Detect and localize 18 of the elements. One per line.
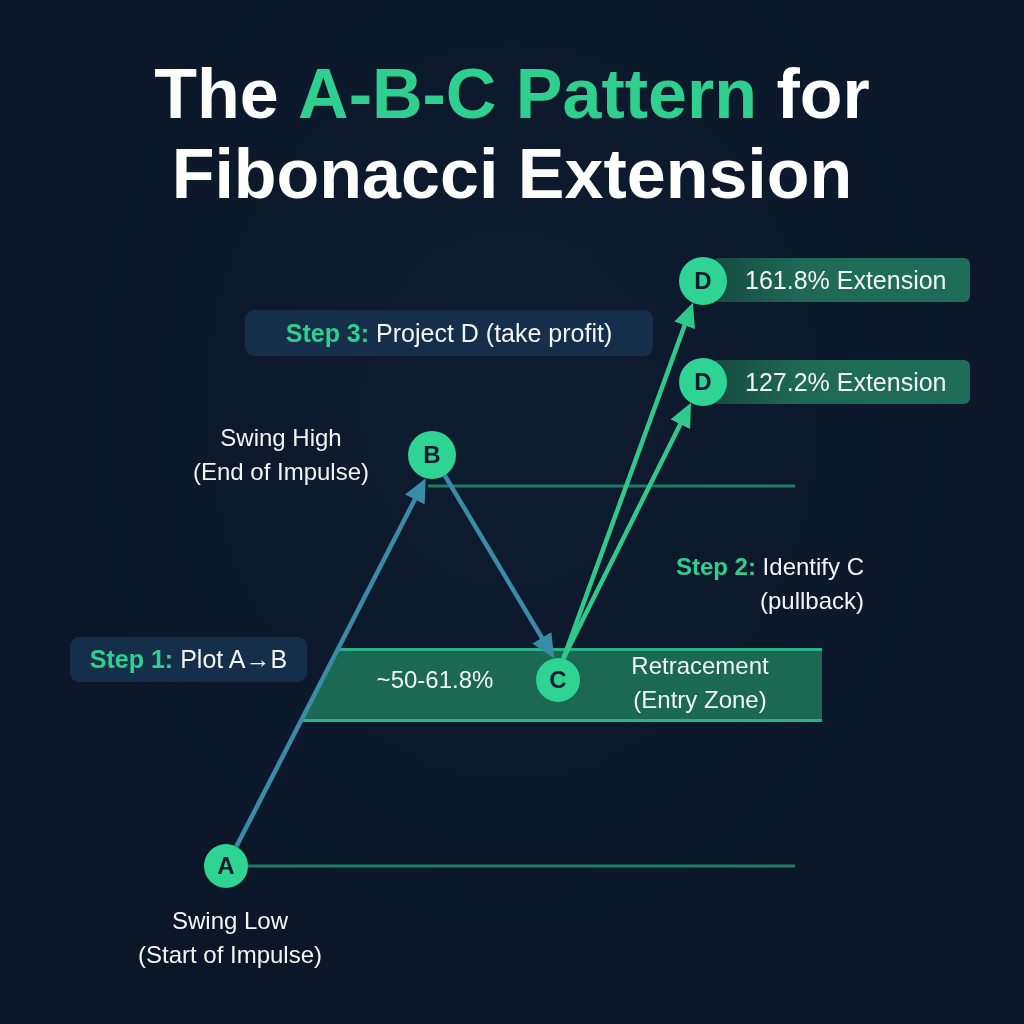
step-callout: Step 1: Plot A→B [70,637,307,682]
arrow [234,477,428,848]
point-marker: B [408,431,456,479]
step-note: Step 2: Identify C (pullback) [674,552,864,616]
point-marker: D [679,257,727,305]
step-callout: Step 3: Project D (take profit) [245,310,653,356]
extension-tag: 161.8% Extension [712,258,970,302]
retracement-zone [300,648,822,722]
point-marker: A [204,844,248,888]
point-caption: Swing High (End of Impulse) [192,423,370,487]
arrow [442,474,557,660]
zone-percentage: ~50-61.8% [375,665,495,695]
point-marker: C [536,658,580,702]
point-caption: Swing Low (Start of Impulse) [137,906,323,970]
zone-label: Retracement (Entry Zone) [630,651,770,715]
point-marker: D [679,358,727,406]
arrow [561,401,693,660]
title: The A-B-C Pattern for Fibonacci Extension [153,54,871,214]
